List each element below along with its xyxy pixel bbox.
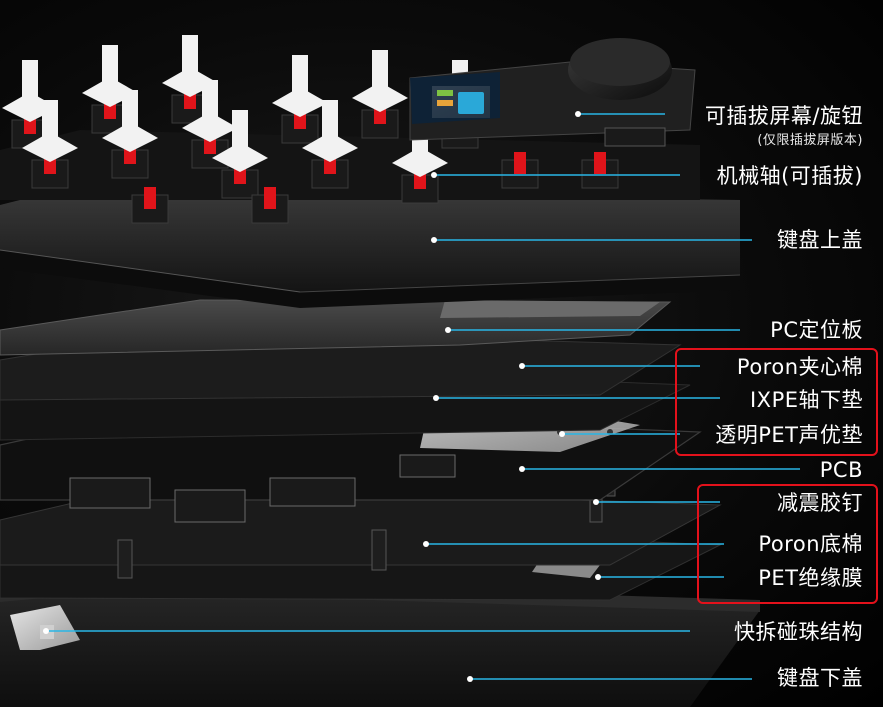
switch-icon <box>352 50 408 139</box>
switch-icon <box>251 187 289 224</box>
label-pet-pad: 透明PET声优垫 <box>715 423 863 447</box>
switch-icon <box>102 90 158 179</box>
label-pcb: PCB <box>819 458 863 482</box>
label-quick-release: 快拆碰珠结构 <box>734 620 863 644</box>
label-poron-sandwich: Poron夹心棉 <box>736 355 863 379</box>
label-plate: PC定位板 <box>770 318 863 342</box>
label-ixpe-pad: IXPE轴下垫 <box>749 388 863 412</box>
top-case <box>0 190 741 308</box>
highlight-box-bottom-group <box>697 484 878 604</box>
label-switches: 机械轴(可插拔) <box>716 164 863 188</box>
label-bottom-case: 键盘下盖 <box>777 666 863 690</box>
switch-icon <box>272 55 328 144</box>
switch-icon <box>581 152 619 189</box>
switch-icon <box>302 100 358 189</box>
switch-icon <box>501 152 539 189</box>
screen-icon <box>458 92 484 114</box>
switch-icon <box>22 100 78 189</box>
label-top-case: 键盘上盖 <box>777 228 863 252</box>
label-pet-film: PET绝缘膜 <box>758 566 863 590</box>
label-display-knob: 可插拔屏幕/旋钮 <box>704 104 863 128</box>
label-gasket-nails: 减震胶钉 <box>777 491 863 515</box>
label-poron-bottom: Poron底棉 <box>758 532 863 556</box>
highlight-box-foam-group <box>675 348 878 456</box>
pc-plate <box>0 299 672 356</box>
mechanical-switches <box>2 35 619 224</box>
screen-knob-module <box>409 38 696 147</box>
switch-icon <box>212 110 268 199</box>
switch-icon <box>131 187 169 224</box>
label-display-knob-note: (仅限插拔屏版本) <box>757 133 863 148</box>
callout-lines <box>43 111 800 682</box>
